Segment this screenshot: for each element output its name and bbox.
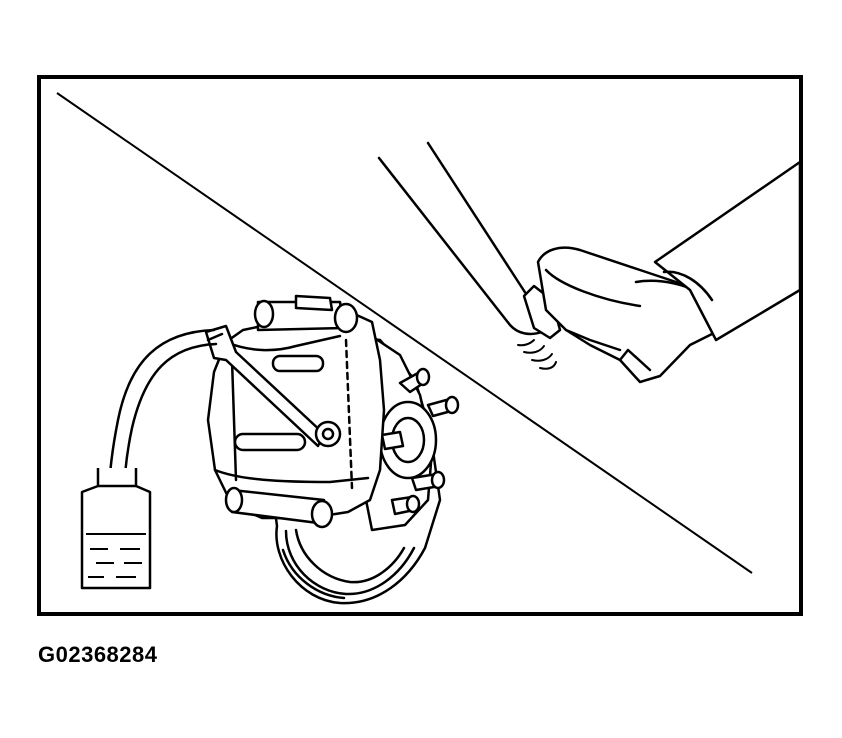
diagonal-divider-line: [56, 92, 753, 574]
figure-id-label: G02368284: [38, 642, 158, 667]
frame-border: [37, 75, 803, 616]
wrench-icon: [204, 324, 342, 448]
fluid-container-icon: [80, 468, 152, 590]
foot-on-pedal-icon: [536, 160, 802, 384]
motion-lines: [517, 339, 557, 370]
brake-pedal-icon: [377, 141, 562, 340]
brake-assembly: [204, 294, 460, 605]
